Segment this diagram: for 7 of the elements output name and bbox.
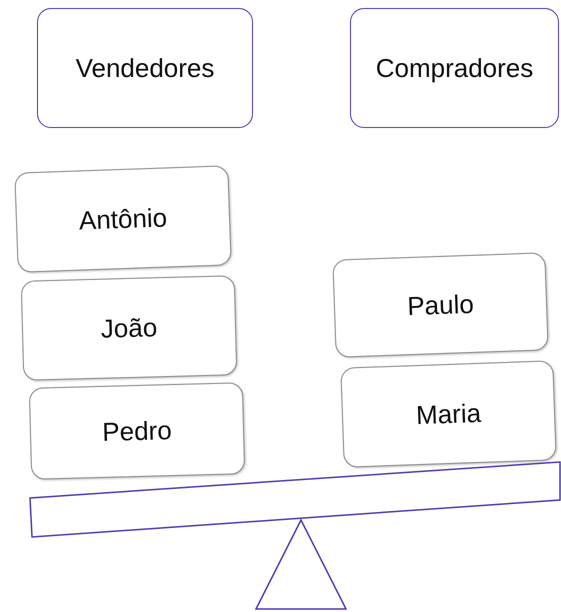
name-card: Paulo: [332, 252, 549, 358]
group-header-box: Vendedores: [37, 8, 253, 128]
name-card: Maria: [340, 360, 557, 468]
name-card: João: [20, 275, 238, 381]
group-header-box: Compradores: [350, 8, 559, 128]
name-card: Antônio: [14, 165, 232, 273]
name-card: Pedro: [28, 382, 246, 480]
